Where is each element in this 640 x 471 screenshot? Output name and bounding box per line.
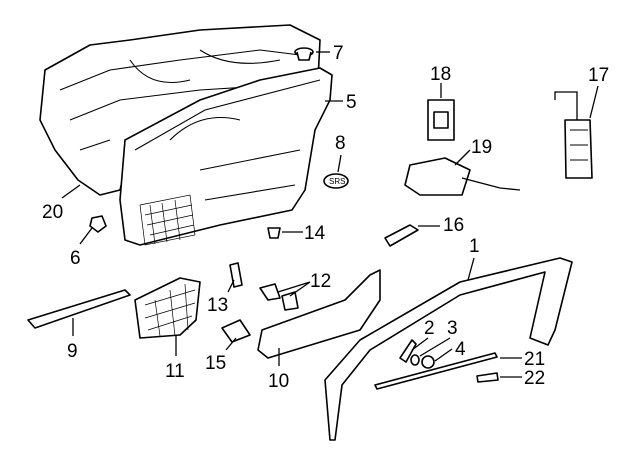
callout-6: 6 — [70, 248, 81, 269]
part-8-srs-emblem: SRS — [323, 173, 349, 189]
callout-16: 16 — [443, 215, 464, 236]
callout-10: 10 — [268, 371, 289, 392]
callout-1: 1 — [469, 236, 480, 257]
part-4-grommet — [421, 355, 435, 369]
part-5-trim-panel — [119, 67, 333, 246]
part-19-lock-switch — [404, 157, 521, 196]
callout-11: 11 — [165, 361, 185, 382]
callout-5: 5 — [346, 92, 357, 113]
callout-19: 19 — [471, 137, 492, 158]
callout-7: 7 — [333, 43, 344, 64]
part-21-molding — [374, 352, 498, 390]
callout-labels: 7 5 18 17 8 19 20 6 14 16 1 12 13 2 3 4 … — [42, 43, 609, 392]
part-14-pin — [267, 227, 281, 239]
callout-4: 4 — [455, 339, 466, 360]
part-11-grille — [134, 277, 201, 339]
part-10-armrest — [257, 269, 381, 359]
part-15-cover — [221, 319, 251, 343]
callout-14: 14 — [304, 223, 326, 244]
callout-12: 12 — [310, 271, 331, 292]
callout-22: 22 — [524, 368, 545, 389]
callout-21: 21 — [524, 349, 545, 370]
part-7-plug — [294, 47, 314, 61]
part-16-bezel — [384, 224, 419, 247]
callout-13: 13 — [207, 295, 228, 316]
part-3-washer — [410, 354, 420, 366]
callout-2: 2 — [424, 318, 435, 339]
part-17-switch — [554, 91, 593, 179]
callout-17: 17 — [588, 65, 609, 86]
callout-3: 3 — [447, 318, 458, 339]
srs-text: SRS — [329, 177, 345, 186]
callout-18: 18 — [430, 64, 451, 85]
part-12-brackets — [259, 283, 299, 311]
callout-20: 20 — [42, 202, 63, 223]
part-1-weatherstrip — [324, 257, 573, 441]
part-18-switch — [427, 99, 455, 141]
callout-8: 8 — [335, 133, 346, 154]
part-6-clip — [89, 215, 107, 233]
part-2-bracket — [399, 339, 417, 363]
leader-lines — [61, 51, 599, 378]
part-22-clip — [476, 372, 499, 383]
callout-15: 15 — [205, 353, 226, 374]
callout-9: 9 — [67, 341, 78, 362]
part-9-trim-strip — [27, 289, 131, 329]
